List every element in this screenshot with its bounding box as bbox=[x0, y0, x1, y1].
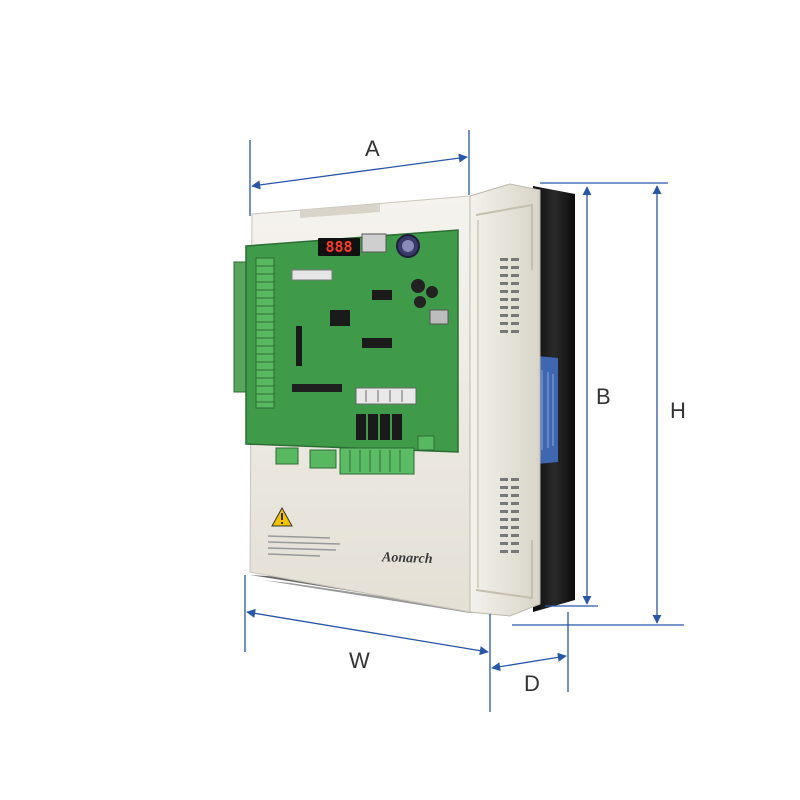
serial-port bbox=[361, 233, 387, 253]
side-vent-lower bbox=[500, 478, 519, 553]
dim-label-h: H bbox=[670, 398, 686, 423]
dimension-lines bbox=[244, 130, 684, 712]
bottom-terminal-blocks bbox=[275, 435, 435, 475]
dim-label-b: B bbox=[596, 384, 611, 409]
warning-triangle-icon bbox=[271, 506, 293, 527]
side-vent-upper bbox=[500, 258, 519, 333]
controller-unit: 888 bbox=[233, 183, 575, 617]
terminal-column bbox=[255, 257, 275, 409]
brand-logo: Aonarch bbox=[381, 550, 433, 567]
dim-a-line bbox=[251, 153, 468, 190]
dim-label-a: A bbox=[365, 136, 380, 161]
control-board bbox=[245, 229, 459, 453]
dim-label-d: D bbox=[524, 671, 540, 696]
dim-label-w: W bbox=[349, 648, 370, 673]
warning-fine-print bbox=[267, 535, 341, 557]
dim-d-line bbox=[491, 652, 567, 672]
left-connector-strip bbox=[233, 261, 247, 393]
led-display-digits: 888 bbox=[325, 238, 352, 256]
led-display: 888 bbox=[318, 238, 360, 256]
relays bbox=[356, 414, 402, 440]
dim-w-line bbox=[246, 608, 489, 656]
